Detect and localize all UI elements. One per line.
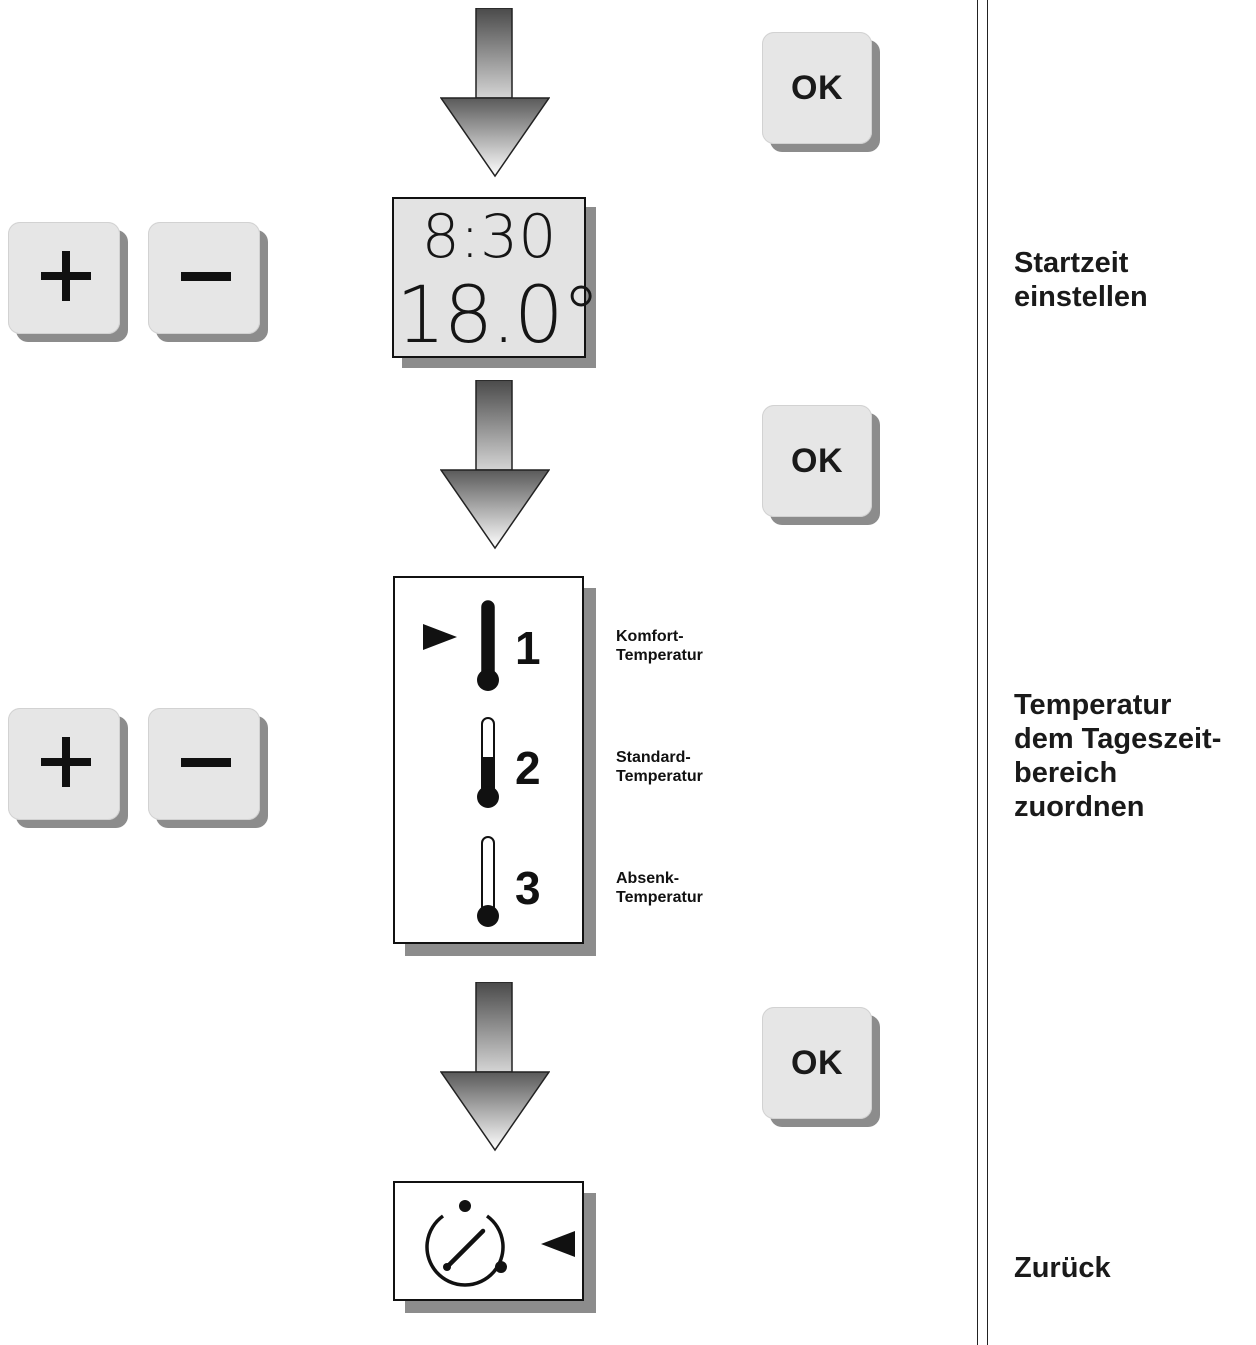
- step-line: bereich: [1014, 757, 1118, 789]
- ok-label: OK: [791, 441, 843, 480]
- mode-label-komfort: Komfort- Temperatur: [616, 627, 703, 665]
- ok-button[interactable]: OK: [762, 1007, 880, 1127]
- step-start-time: Startzeit einstellen: [1014, 246, 1148, 314]
- mode-label-line: Absenk-: [616, 870, 680, 887]
- time-temperature-display: 8:30 18.0°: [392, 197, 601, 359]
- minus-button[interactable]: [148, 708, 268, 828]
- button-face: [148, 708, 260, 820]
- mode-number: 3: [515, 862, 541, 914]
- thermometer-icon: [477, 717, 499, 808]
- button-face: OK: [762, 32, 872, 144]
- step-line: dem Tageszeit-: [1014, 723, 1222, 755]
- triangle-pointer-icon: [541, 1231, 575, 1257]
- plus-icon: [8, 222, 120, 334]
- plus-icon: [8, 708, 120, 820]
- display-time: 8:30: [421, 202, 557, 272]
- divider-line-left: [977, 0, 978, 1345]
- step-line: zuordnen: [1014, 791, 1145, 823]
- ok-label: OK: [791, 1043, 843, 1082]
- down-arrow-icon: [440, 8, 550, 178]
- mode-label-line: Temperatur: [616, 889, 703, 906]
- button-face: [8, 222, 120, 334]
- step-line: Zurück: [1014, 1252, 1111, 1284]
- back-display: [393, 1181, 584, 1301]
- button-face: [8, 708, 120, 820]
- mode-label-line: Standard-: [616, 749, 691, 766]
- ok-button[interactable]: OK: [762, 32, 880, 152]
- ok-label: OK: [791, 68, 843, 107]
- down-arrow-icon: [440, 380, 550, 550]
- ok-button[interactable]: OK: [762, 405, 880, 525]
- minus-icon: [148, 222, 260, 334]
- mode-number: 2: [515, 742, 541, 794]
- mode-label-standard: Standard- Temperatur: [616, 748, 703, 786]
- mode-number: 1: [515, 622, 541, 674]
- down-arrow-icon: [440, 982, 550, 1152]
- mode-label-line: Temperatur: [616, 768, 703, 785]
- button-face: OK: [762, 1007, 872, 1119]
- button-face: OK: [762, 405, 872, 517]
- thermometer-icon: [477, 836, 499, 927]
- temperature-mode-display: 1 2 3: [393, 576, 584, 944]
- display-temperature: 18.0°: [396, 271, 601, 361]
- triangle-pointer-icon: [423, 624, 457, 650]
- plus-button[interactable]: [8, 708, 128, 828]
- mode-label-line: Komfort-: [616, 628, 684, 645]
- divider-line-right: [987, 0, 988, 1345]
- plus-button[interactable]: [8, 222, 128, 342]
- mode-label-absenk: Absenk- Temperatur: [616, 869, 703, 907]
- minus-icon: [148, 708, 260, 820]
- clock-dial-back-icon: [425, 1200, 507, 1287]
- step-line: Startzeit: [1014, 247, 1129, 279]
- step-line: einstellen: [1014, 281, 1148, 313]
- step-back: Zurück: [1014, 1251, 1111, 1285]
- mode-label-line: Temperatur: [616, 647, 703, 664]
- minus-button[interactable]: [148, 222, 268, 342]
- step-line: Temperatur: [1014, 689, 1172, 721]
- thermometer-icon: [477, 600, 499, 691]
- button-face: [148, 222, 260, 334]
- step-assign-temperature: Temperatur dem Tageszeit- bereich zuordn…: [1014, 688, 1221, 824]
